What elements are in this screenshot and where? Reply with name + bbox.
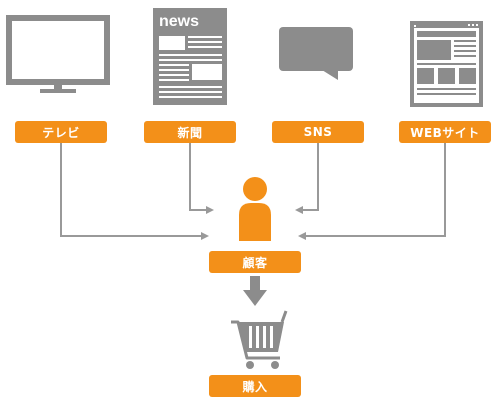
person-icon <box>239 177 271 241</box>
newspaper-icon-text: news <box>159 13 199 30</box>
label-web-text: WEBサイト <box>410 125 480 140</box>
label-purchase: 購入 <box>209 375 301 397</box>
newspaper-icon: news <box>153 8 227 105</box>
label-newspaper: 新聞 <box>144 121 236 143</box>
label-customer-text: 顧客 <box>242 255 268 270</box>
label-customer: 顧客 <box>209 251 301 273</box>
label-sns: SNS <box>272 121 364 143</box>
speech-bubble-icon <box>279 27 353 80</box>
shopping-cart-icon <box>231 310 288 369</box>
label-sns-text: SNS <box>303 125 333 139</box>
down-arrow-icon <box>243 276 267 306</box>
label-tv: テレビ <box>15 121 107 143</box>
label-web: WEBサイト <box>399 121 491 143</box>
connector-tv <box>60 143 209 240</box>
connector-sns <box>295 143 319 214</box>
tv-icon <box>6 15 110 93</box>
connector-lines <box>60 143 446 240</box>
browser-window-icon <box>410 21 483 107</box>
label-newspaper-text: 新聞 <box>177 125 203 140</box>
label-tv-text: テレビ <box>42 125 80 140</box>
label-purchase-text: 購入 <box>242 379 268 394</box>
connector-web <box>298 143 446 240</box>
connector-newspaper <box>189 143 214 214</box>
